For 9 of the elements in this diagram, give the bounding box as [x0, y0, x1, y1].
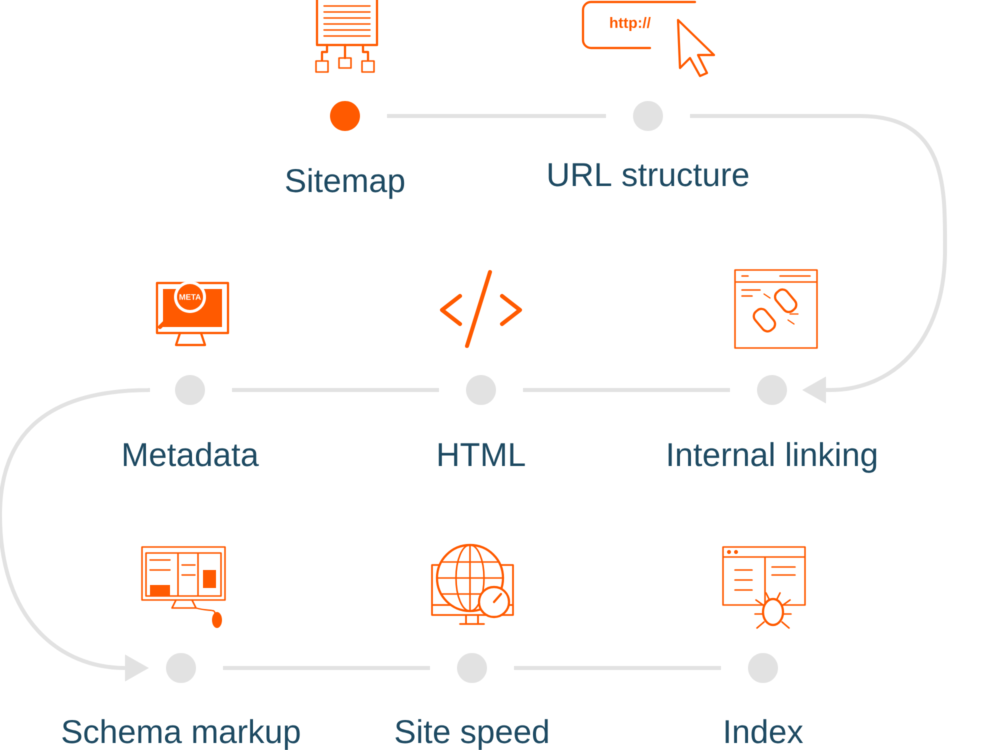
- step-label: Internal linking: [668, 442, 876, 473]
- step-label: Sitemap: [286, 168, 404, 199]
- step-label: Metadata: [124, 442, 259, 466]
- step-label: Index: [726, 719, 803, 744]
- connector: [690, 114, 948, 404]
- step-label: Schema markup: [62, 719, 300, 750]
- step-label: Site speed: [396, 719, 548, 750]
- step-label: HTML: [438, 443, 525, 466]
- step-label: URL structure: [548, 163, 748, 186]
